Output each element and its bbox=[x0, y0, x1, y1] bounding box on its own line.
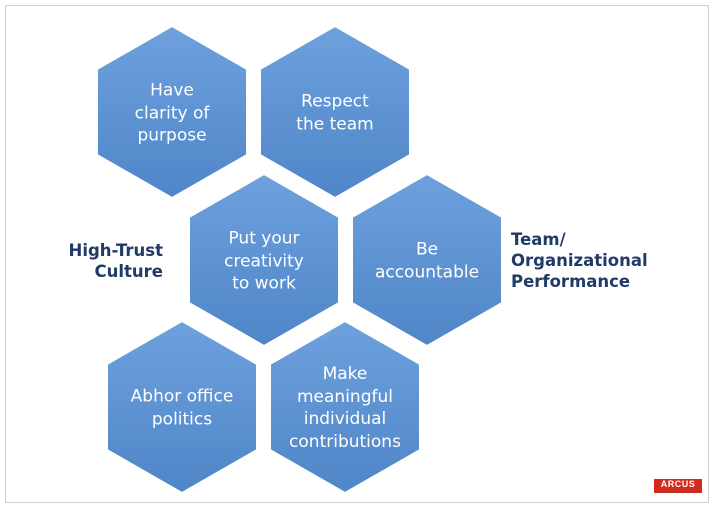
right-label-line: Organizational bbox=[511, 251, 648, 270]
hexagon-accountable bbox=[351, 172, 503, 348]
hexagon-label-line: contributions bbox=[289, 431, 401, 452]
hexagon-label-line: politics bbox=[151, 409, 213, 429]
hexagon-label-line: to work bbox=[232, 273, 296, 294]
left-label-line: High-Trust bbox=[68, 241, 163, 260]
hexagon-label-line: accountable bbox=[374, 262, 480, 282]
hexagon-label-line: Put your bbox=[228, 228, 300, 249]
right-label-line: Performance bbox=[511, 272, 631, 291]
hexagon-creativity bbox=[188, 172, 340, 348]
logo-text: ARCUS bbox=[660, 479, 696, 489]
logo-subtext: CONSULTING GROUP bbox=[658, 490, 698, 494]
hexagon-label-line: purpose bbox=[137, 125, 207, 146]
arcus-logo: ARCUS CONSULTING GROUP bbox=[654, 479, 702, 494]
hexagon-label-line: the team bbox=[296, 114, 374, 134]
high-trust-culture-label: High-Trust Culture bbox=[60, 240, 163, 282]
hexagon-label-line: individual bbox=[303, 409, 387, 429]
team-organizational-performance-label: Team/ Organizational Performance bbox=[511, 229, 661, 292]
hexagon-label-line: meaningful bbox=[297, 386, 393, 407]
hexagon-label-line: Be bbox=[415, 239, 439, 260]
left-label-line: Culture bbox=[94, 262, 163, 281]
hexagon-label-line: Abhor office bbox=[130, 386, 234, 407]
hexagon-label-line: Respect bbox=[301, 91, 369, 112]
hexagon-label-line: Have bbox=[150, 80, 194, 101]
hexagon-politics bbox=[106, 319, 258, 495]
hexagon-label-line: creativity bbox=[224, 250, 304, 271]
hexagon-respect bbox=[259, 24, 411, 200]
hexagon-label-line: clarity of bbox=[134, 102, 210, 123]
hexagon-contributions bbox=[269, 319, 421, 495]
hexagon-label-line: Make bbox=[322, 364, 368, 384]
right-label-line: Team/ bbox=[511, 230, 566, 249]
hexagon-clarity bbox=[96, 24, 248, 200]
